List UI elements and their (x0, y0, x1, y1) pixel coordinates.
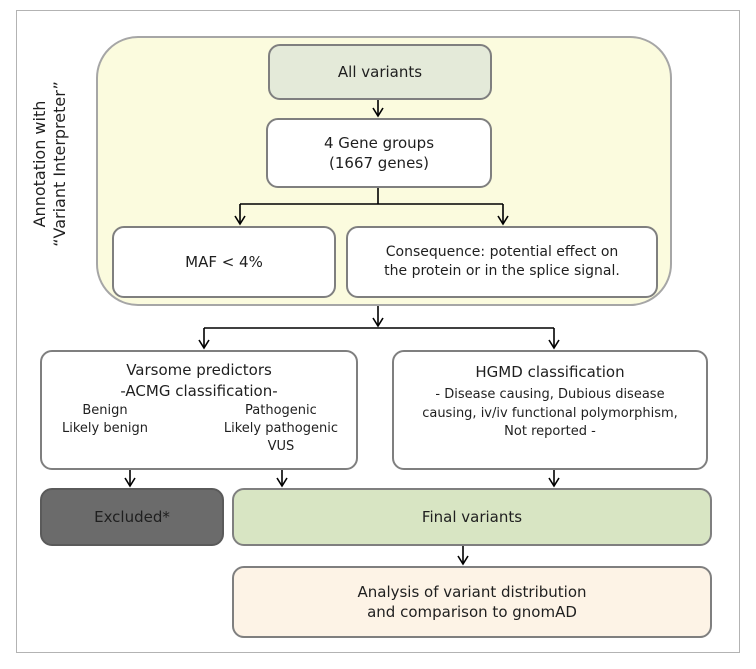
acmg-vus: VUS (267, 439, 295, 455)
all-variants-box: All variants (268, 44, 492, 100)
acmg-pathogenic: Pathogenic (245, 403, 317, 418)
analysis-line2: and comparison to gnomAD (367, 603, 577, 621)
all-variants-label: All variants (337, 62, 423, 81)
hgmd-line3: Not reported - (504, 424, 596, 440)
consequence-line2: the protein or in the splice signal. (384, 263, 620, 279)
gene-groups-box: 4 Gene groups (1667 genes) (266, 118, 492, 188)
gene-groups-line1: 4 Gene groups (323, 133, 435, 152)
hgmd-title: HGMD classification (475, 363, 625, 381)
analysis-line1: Analysis of variant distribution (357, 582, 587, 601)
final-variants-label: Final variants (421, 507, 523, 526)
acmg-benign: Benign (82, 403, 128, 418)
consequence-box: Consequence: potential effect on the pro… (346, 226, 658, 298)
gene-groups-line2: (1667 genes) (329, 154, 429, 172)
hgmd-line1: - Disease causing, Dubious disease (435, 386, 665, 402)
analysis-box: Analysis of variant distribution and com… (232, 566, 712, 638)
maf-box: MAF < 4% (112, 226, 336, 298)
maf-label: MAF < 4% (185, 252, 263, 271)
side-label-line1: Annotation with (30, 100, 49, 228)
excluded-box: Excluded* (40, 488, 224, 546)
acmg-likely-benign: Likely benign (62, 421, 148, 437)
varsome-title1: Varsome predictors (126, 361, 272, 379)
hgmd-line2: causing, iv/iv functional polymorphism, (422, 405, 678, 421)
excluded-label: Excluded* (94, 507, 170, 526)
final-variants-box: Final variants (232, 488, 712, 546)
hgmd-box: HGMD classification - Disease causing, D… (392, 350, 708, 470)
consequence-line1: Consequence: potential effect on (385, 244, 619, 261)
varsome-title2: -ACMG classification- (120, 382, 278, 400)
acmg-likely-pathogenic: Likely pathogenic (223, 421, 338, 437)
side-label-line2: “Variant Interpreter” (50, 81, 69, 247)
varsome-box: Varsome predictors -ACMG classification-… (40, 350, 358, 470)
